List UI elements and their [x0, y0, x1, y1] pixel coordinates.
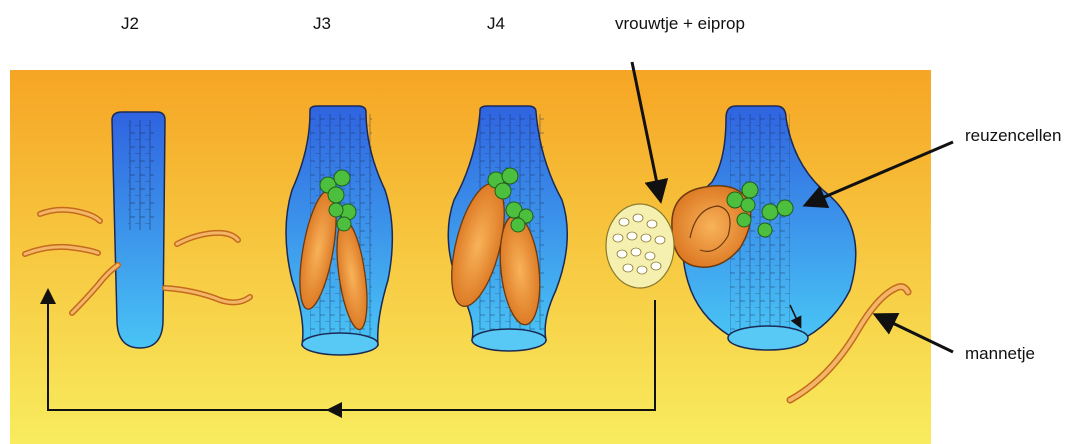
- root-j2: [112, 112, 165, 348]
- egg-mass: [606, 204, 674, 288]
